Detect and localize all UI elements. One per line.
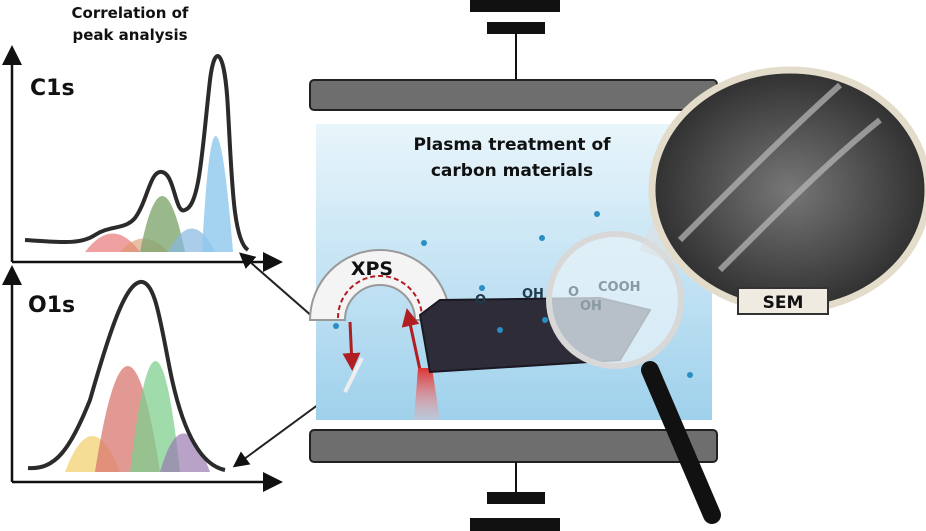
spectra-title-line1: Correlation of	[72, 4, 189, 22]
spectra-title-line2: peak analysis	[72, 26, 187, 44]
detector-plate	[343, 357, 364, 393]
c1s-spectrum: C1s	[1, 45, 283, 272]
o1s-spectrum: O1s	[1, 265, 283, 492]
bottom-electrode	[309, 429, 718, 531]
top-electrode	[309, 0, 718, 111]
chamber-title-line1: Plasma treatment of	[413, 135, 611, 155]
o1s-label: O1s	[28, 293, 75, 318]
xray-beam	[414, 368, 440, 420]
xps-analyzer: XPS	[308, 249, 452, 420]
functional-groups: O OH	[333, 211, 693, 378]
c1s-peak-blue-main	[202, 136, 233, 252]
beam-from-sample	[401, 308, 422, 371]
c1s-label: C1s	[30, 76, 75, 101]
sem-label-box	[737, 287, 829, 315]
beam-to-detector	[342, 321, 361, 371]
c1s-envelope-curve	[24, 54, 250, 252]
magnified-group-oh: OH	[580, 299, 602, 314]
group-o: O	[475, 293, 486, 308]
sem-inset: SEM	[640, 66, 926, 315]
magnifier-handle	[641, 361, 721, 524]
o1s-peak-purple	[160, 433, 210, 472]
magnifying-glass: O OH COOH	[546, 231, 721, 524]
o1s-envelope-curve	[27, 280, 226, 472]
chamber-title-line2: carbon materials	[431, 161, 593, 181]
magnified-group-cooh: COOH	[598, 280, 641, 295]
magnifier-lens	[546, 231, 684, 369]
sem-label: SEM	[763, 293, 804, 313]
xps-label: XPS	[351, 258, 393, 280]
group-oh: OH	[522, 287, 544, 302]
sem-image	[648, 66, 926, 314]
o1s-peak-green	[130, 361, 180, 472]
c1s-peak-green	[140, 196, 185, 252]
magnified-group-o: O	[568, 285, 579, 300]
